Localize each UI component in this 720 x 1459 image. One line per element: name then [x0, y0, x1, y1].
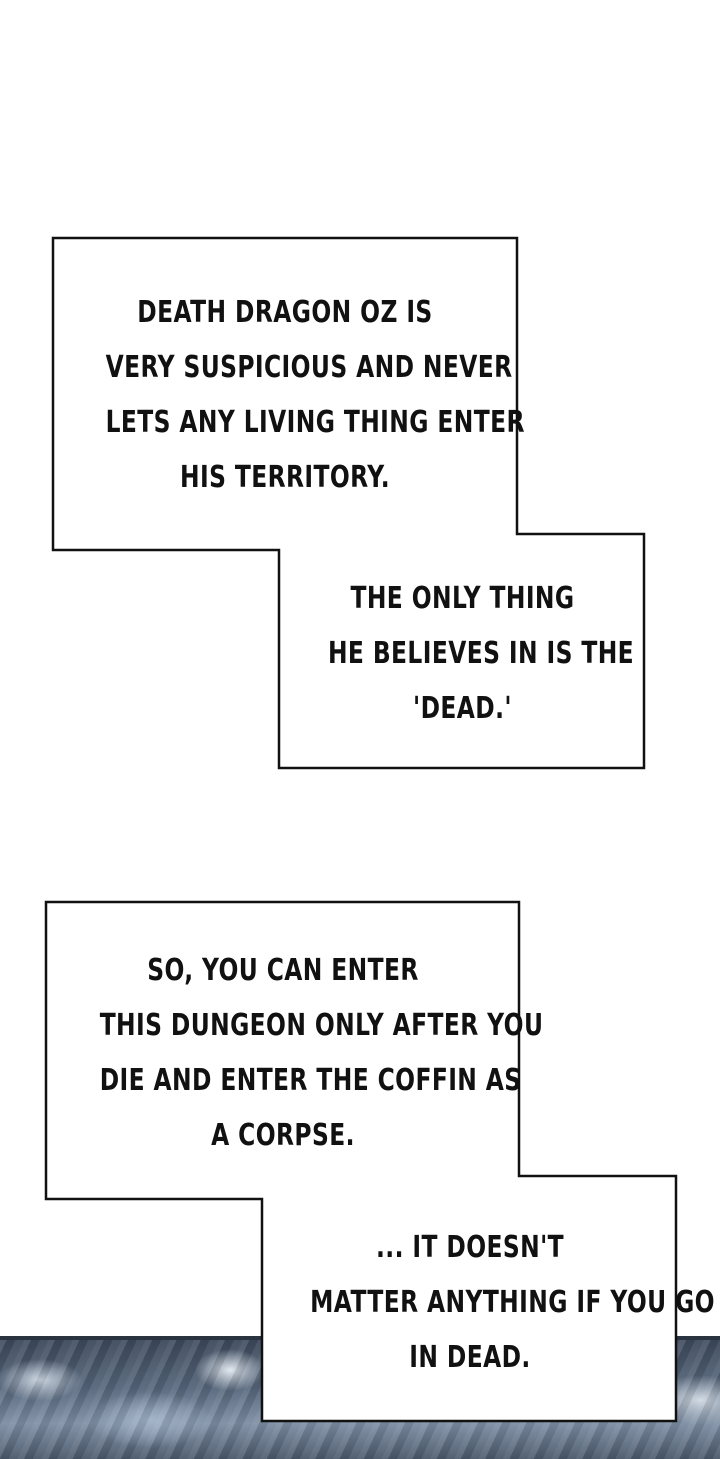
caption-line: DEATH DRAGON OZ IS: [137, 295, 433, 330]
caption-4: ... IT DOESN'T MATTER ANYTHING IF YOU GO…: [310, 1220, 715, 1385]
caption-1: DEATH DRAGON OZ IS VERY SUSPICIOUS AND N…: [105, 285, 525, 505]
caption-line: IN DEAD.: [409, 1340, 531, 1375]
caption-line: A CORPSE.: [211, 1118, 355, 1153]
caption-box-top: [51, 236, 646, 770]
caption-line: THIS DUNGEON ONLY AFTER YOU: [99, 1008, 544, 1043]
caption-line: MATTER ANYTHING IF YOU GO: [310, 1285, 715, 1320]
caption-line: VERY SUSPICIOUS AND NEVER: [105, 350, 513, 385]
caption-line: DIE AND ENTER THE COFFIN AS: [99, 1063, 522, 1098]
caption-2: THE ONLY THING HE BELIEVES IN IS THE 'DE…: [327, 571, 635, 736]
caption-3: SO, YOU CAN ENTER THIS DUNGEON ONLY AFTE…: [99, 943, 544, 1163]
caption-line: SO, YOU CAN ENTER: [147, 953, 419, 988]
caption-box-bottom: [44, 900, 678, 1423]
caption-line: HIS TERRITORY.: [179, 460, 390, 495]
caption-line: ... IT DOESN'T: [376, 1230, 564, 1265]
caption-line: HE BELIEVES IN IS THE: [327, 636, 635, 671]
caption-line: 'DEAD.': [413, 691, 512, 726]
caption-line: THE ONLY THING: [350, 581, 575, 616]
caption-line: LETS ANY LIVING THING ENTER: [105, 405, 525, 440]
